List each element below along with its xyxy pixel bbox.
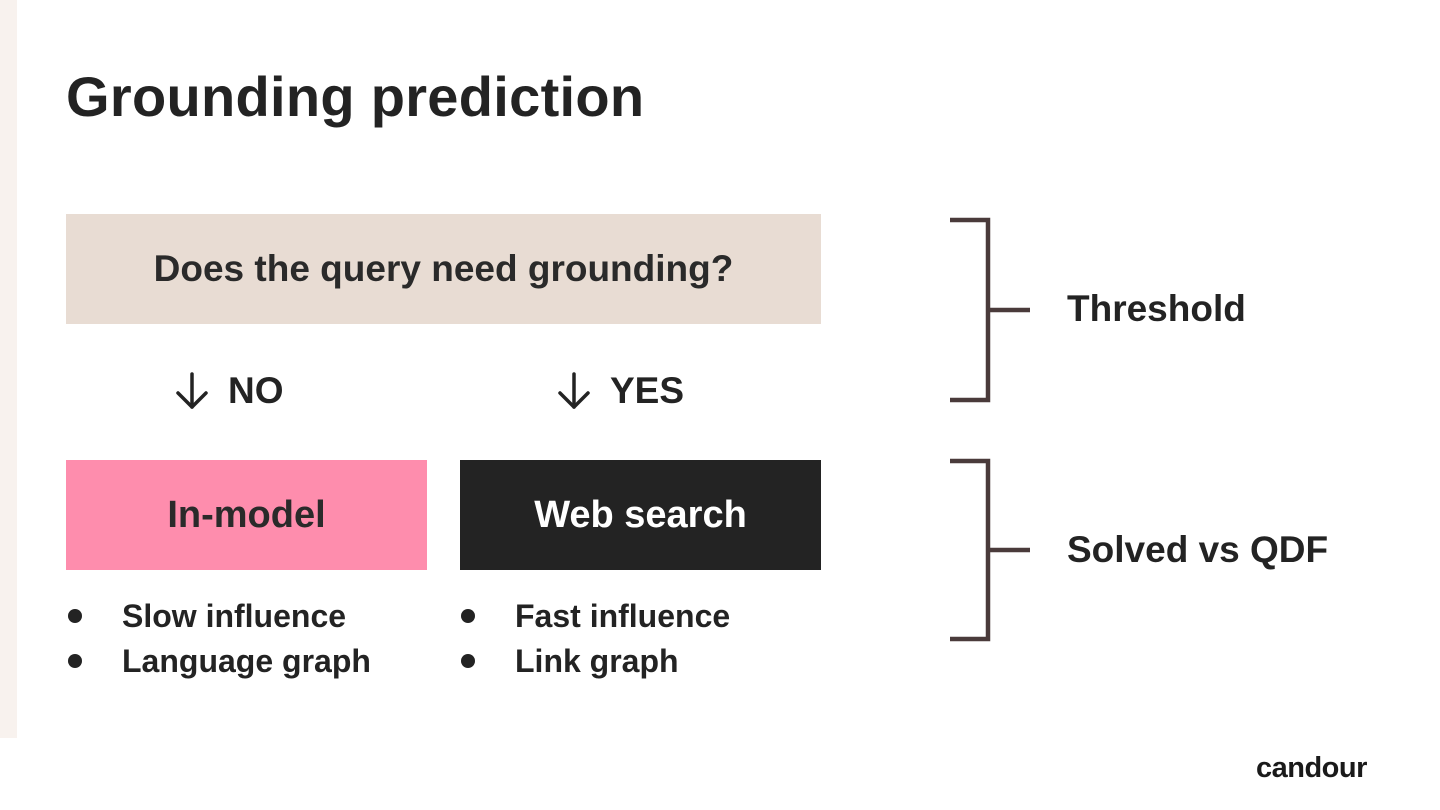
candour-logo: candour	[1256, 752, 1367, 784]
web-search-box: Web search	[460, 460, 821, 570]
in-model-bullet-list: Slow influence Language graph	[66, 594, 371, 684]
bullet-dot	[461, 609, 475, 623]
list-item: Link graph	[459, 639, 730, 684]
web-search-label: Web search	[534, 493, 747, 536]
list-item: Fast influence	[459, 594, 730, 639]
branch-yes: YES	[556, 368, 684, 414]
bullet-text: Slow influence	[122, 598, 347, 634]
threshold-bracket	[950, 217, 1030, 403]
list-item: Language graph	[66, 639, 371, 684]
left-accent-strip	[0, 0, 17, 738]
question-text: Does the query need grounding?	[153, 248, 734, 289]
question-box: Does the query need grounding?	[66, 214, 821, 324]
in-model-box: In-model	[66, 460, 427, 570]
solved-vs-qdf-bracket	[950, 458, 1030, 642]
arrow-down-icon	[558, 372, 590, 409]
bullet-dot	[68, 654, 82, 668]
bullet-text: Fast influence	[515, 598, 731, 634]
bullet-text: Language graph	[122, 643, 371, 679]
solved-vs-qdf-label: Solved vs QDF	[1067, 529, 1329, 570]
bullet-dot	[68, 609, 82, 623]
bullet-dot	[461, 654, 475, 668]
branch-yes-label: YES	[610, 370, 685, 411]
slide-title: Grounding prediction	[66, 65, 645, 128]
list-item: Slow influence	[66, 594, 371, 639]
branch-no-label: NO	[228, 370, 284, 411]
web-search-bullet-list: Fast influence Link graph	[459, 594, 730, 684]
in-model-label: In-model	[167, 493, 326, 536]
threshold-label: Threshold	[1067, 288, 1246, 329]
branch-no: NO	[174, 368, 284, 414]
bullet-text: Link graph	[515, 643, 679, 679]
arrow-down-icon	[176, 372, 208, 409]
